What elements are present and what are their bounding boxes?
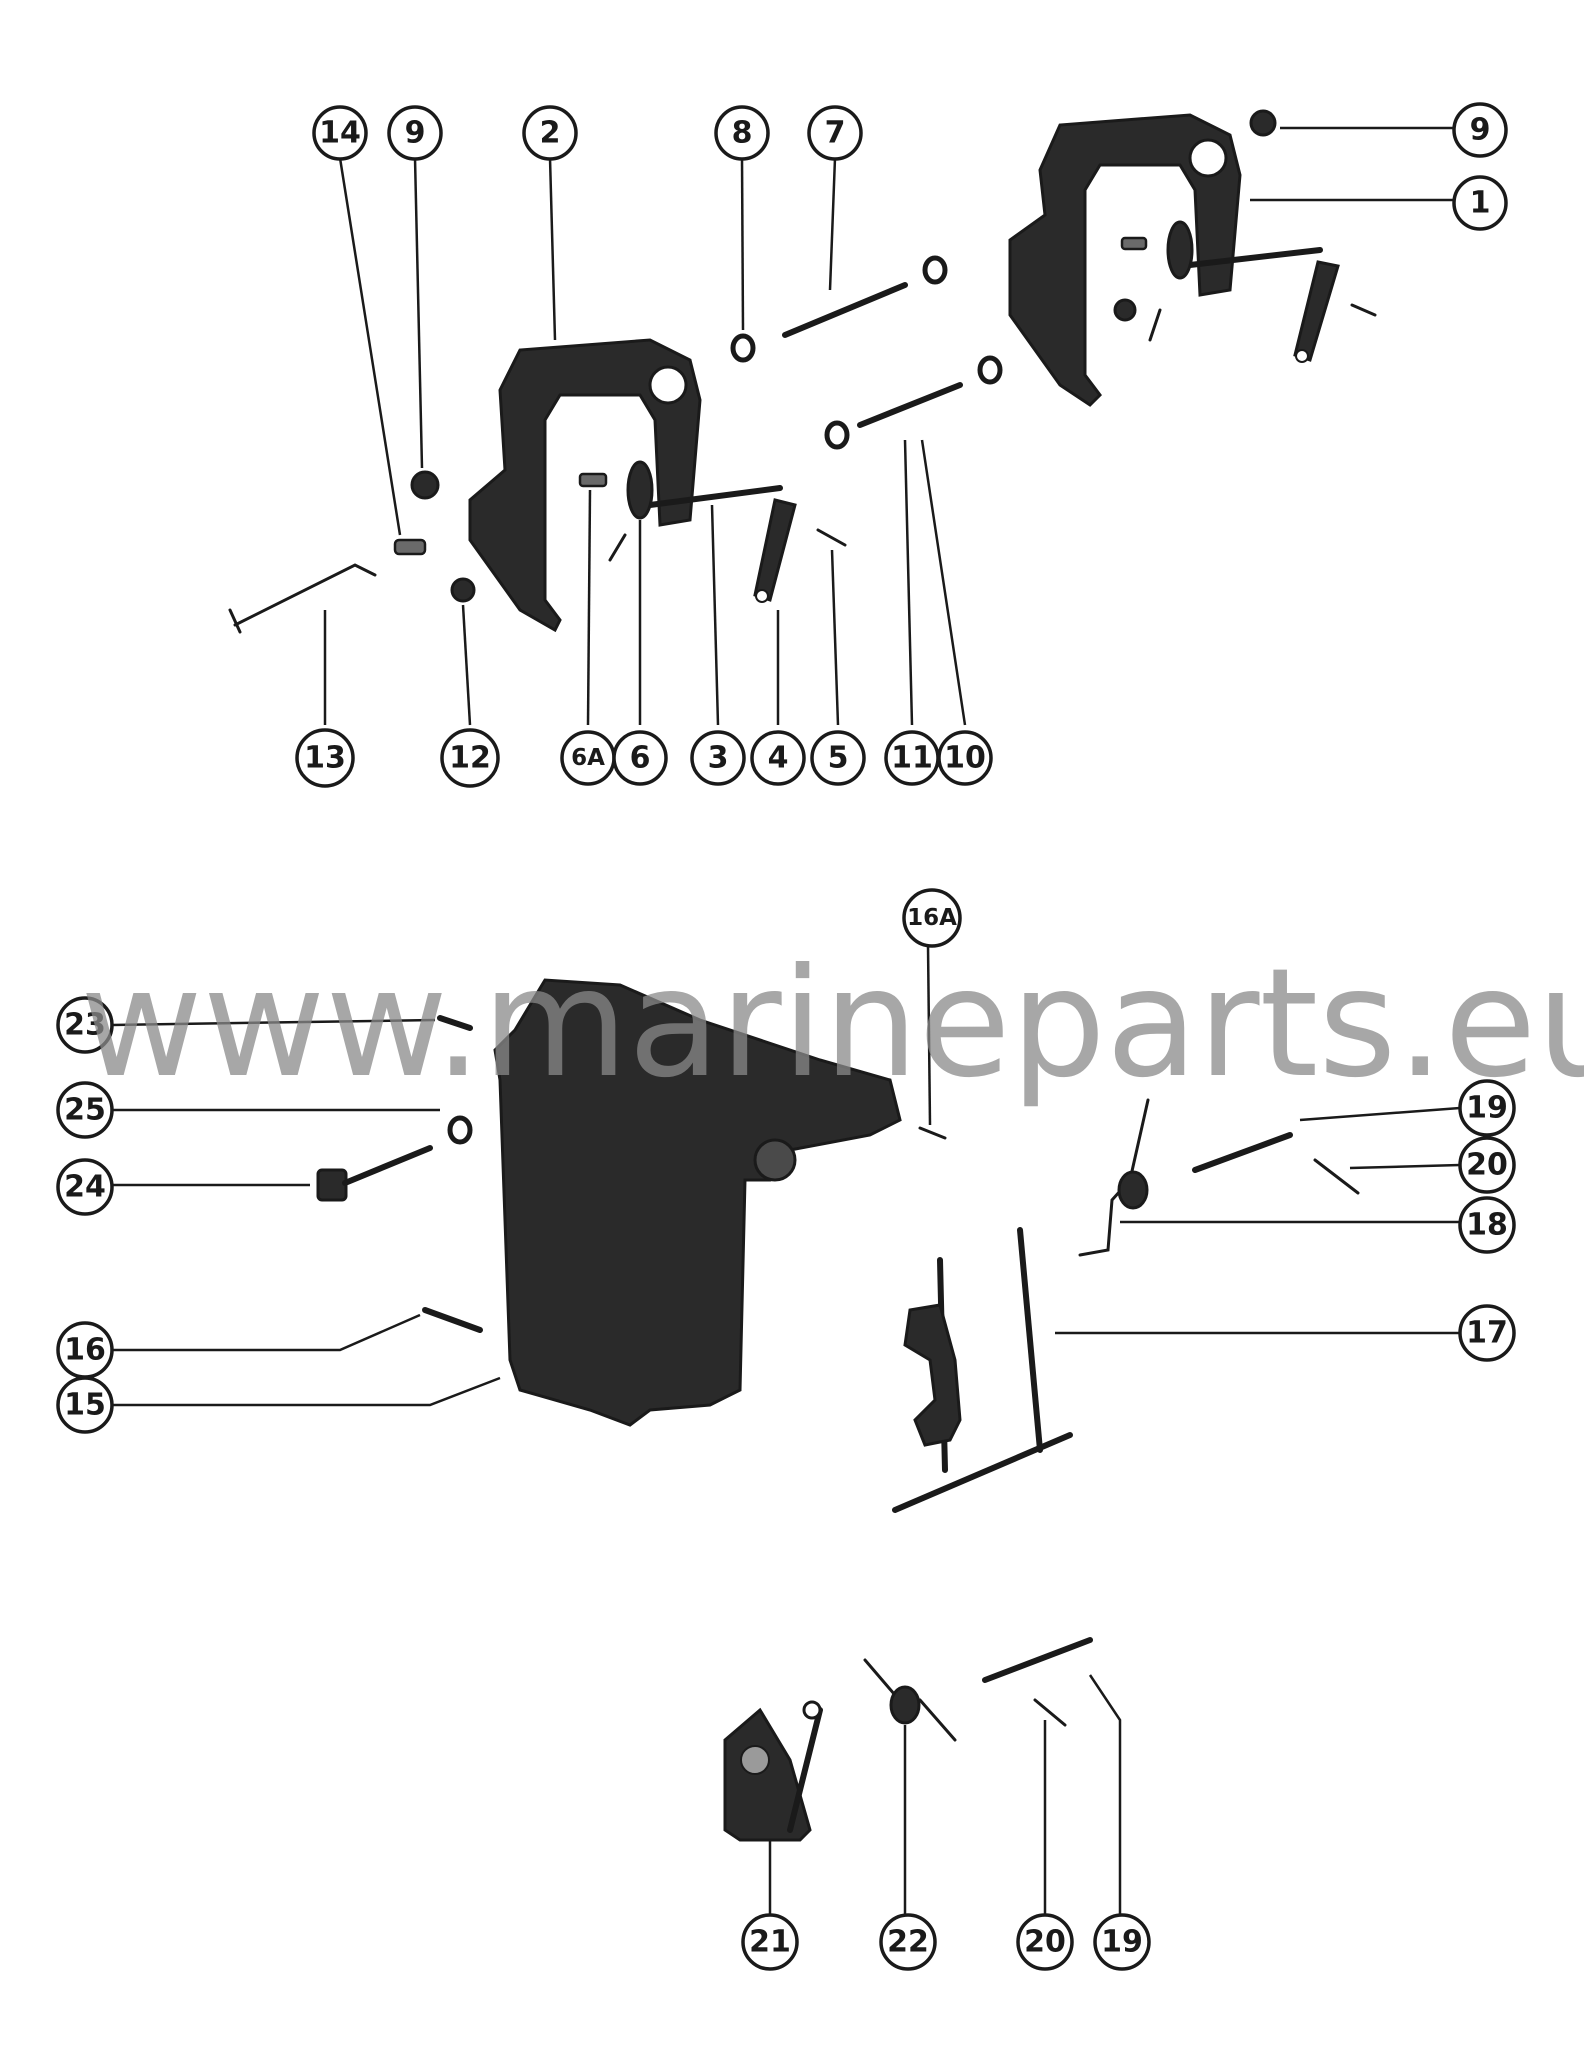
cotter-pin-5 bbox=[816, 528, 847, 547]
callout-16a: 16A bbox=[902, 888, 962, 948]
svg-text:23: 23 bbox=[64, 1008, 106, 1043]
callout-1: 1 bbox=[1452, 175, 1508, 231]
svg-text:3: 3 bbox=[708, 741, 729, 776]
screw-6a bbox=[578, 472, 608, 488]
nut-10 bbox=[977, 355, 1003, 385]
callout-12: 12 bbox=[440, 728, 500, 788]
callouts: 14 9 2 8 7 9 1 13 12 6A 6 3 4 5 11 10 16… bbox=[56, 102, 1516, 1971]
callout-6: 6 bbox=[612, 730, 668, 786]
clamp-screw-left bbox=[626, 460, 783, 520]
callout-9-right: 9 bbox=[1452, 102, 1508, 158]
washer-25 bbox=[447, 1115, 473, 1145]
svg-text:24: 24 bbox=[64, 1170, 106, 1205]
svg-text:10: 10 bbox=[944, 741, 986, 776]
screw-23 bbox=[437, 1015, 473, 1031]
screw-right-small bbox=[1113, 236, 1377, 342]
svg-text:12: 12 bbox=[449, 741, 491, 776]
svg-text:7: 7 bbox=[825, 116, 846, 151]
watermark-text: www.marineparts.eu bbox=[80, 937, 1584, 1111]
clamp-handle-right bbox=[1293, 260, 1340, 363]
svg-text:16A: 16A bbox=[907, 905, 957, 931]
callout-19-top: 19 bbox=[1458, 1079, 1516, 1137]
svg-text:2: 2 bbox=[540, 116, 561, 151]
pin-19-top bbox=[1192, 1132, 1293, 1173]
callout-15: 15 bbox=[56, 1376, 114, 1434]
svg-text:20: 20 bbox=[1024, 1925, 1066, 1960]
svg-text:16: 16 bbox=[64, 1333, 106, 1368]
callout-18: 18 bbox=[1458, 1196, 1516, 1254]
tilt-lever-17 bbox=[892, 1227, 1073, 1513]
svg-text:17: 17 bbox=[1466, 1316, 1508, 1351]
callout-16: 16 bbox=[56, 1321, 114, 1379]
callout-5: 5 bbox=[810, 730, 866, 786]
callout-13: 13 bbox=[295, 728, 355, 788]
spring-22 bbox=[863, 1658, 957, 1742]
callout-7: 7 bbox=[807, 105, 863, 161]
spacer-14 bbox=[393, 538, 427, 556]
cotter-pin-20-bottom bbox=[1033, 1698, 1067, 1727]
callout-24: 24 bbox=[56, 1158, 114, 1216]
svg-text:25: 25 bbox=[64, 1093, 106, 1128]
callout-6a: 6A bbox=[560, 730, 616, 786]
callout-22: 22 bbox=[879, 1913, 937, 1971]
swivel-bracket-15 bbox=[493, 978, 902, 1427]
svg-text:11: 11 bbox=[891, 741, 933, 776]
svg-text:19: 19 bbox=[1466, 1091, 1508, 1126]
svg-text:19: 19 bbox=[1101, 1925, 1143, 1960]
clamp-screw-right bbox=[1166, 220, 1323, 280]
svg-text:4: 4 bbox=[768, 741, 789, 776]
clamp-bracket-right bbox=[1008, 113, 1242, 407]
svg-text:5: 5 bbox=[828, 741, 849, 776]
pin-7 bbox=[782, 282, 908, 338]
pin-19-bottom bbox=[982, 1637, 1093, 1683]
spring-18 bbox=[1078, 1098, 1150, 1257]
callout-25: 25 bbox=[56, 1081, 114, 1139]
svg-text:9: 9 bbox=[405, 116, 426, 151]
svg-text:21: 21 bbox=[749, 1925, 791, 1960]
washer-7-end bbox=[922, 255, 948, 285]
callout-3: 3 bbox=[690, 730, 746, 786]
callout-20-top: 20 bbox=[1458, 1136, 1516, 1194]
svg-text:20: 20 bbox=[1466, 1148, 1508, 1183]
nut-9-right bbox=[1249, 109, 1277, 137]
callout-10: 10 bbox=[937, 730, 993, 786]
svg-text:6: 6 bbox=[630, 741, 651, 776]
washer-8 bbox=[730, 333, 756, 363]
tilt-stop-21 bbox=[723, 1700, 823, 1842]
svg-text:13: 13 bbox=[304, 741, 346, 776]
callout-8: 8 bbox=[714, 105, 770, 161]
svg-text:15: 15 bbox=[64, 1388, 106, 1423]
callout-14: 14 bbox=[312, 105, 368, 161]
washer-11 bbox=[824, 420, 850, 450]
callout-20-bottom: 20 bbox=[1016, 1913, 1074, 1971]
callout-4: 4 bbox=[750, 730, 806, 786]
callout-23: 23 bbox=[56, 996, 114, 1054]
tilt-lock-pin bbox=[228, 563, 377, 634]
callout-21: 21 bbox=[741, 1913, 799, 1971]
callout-19-bottom: 19 bbox=[1093, 1913, 1151, 1971]
clamp-bracket-left bbox=[468, 338, 702, 633]
svg-text:8: 8 bbox=[732, 116, 753, 151]
leader-lines bbox=[111, 126, 1461, 1920]
callout-9-left: 9 bbox=[387, 105, 443, 161]
callout-11: 11 bbox=[884, 730, 940, 786]
cotter-pin-20-top bbox=[1313, 1158, 1360, 1195]
callout-17: 17 bbox=[1458, 1304, 1516, 1362]
callout-2: 2 bbox=[522, 105, 578, 161]
svg-text:9: 9 bbox=[1470, 113, 1491, 148]
svg-text:22: 22 bbox=[887, 1925, 929, 1960]
bolt-10 bbox=[857, 382, 963, 428]
pin-16 bbox=[422, 1307, 483, 1333]
nut-12 bbox=[450, 577, 476, 603]
bolt-24 bbox=[316, 1145, 433, 1202]
svg-text:18: 18 bbox=[1466, 1208, 1508, 1243]
cotter-pin-left bbox=[608, 533, 627, 562]
clamp-handle-left bbox=[753, 498, 797, 603]
nut-9-left bbox=[410, 470, 440, 500]
screw-16a bbox=[918, 1126, 947, 1140]
svg-text:6A: 6A bbox=[571, 745, 605, 771]
svg-text:14: 14 bbox=[319, 116, 361, 151]
svg-text:1: 1 bbox=[1470, 186, 1491, 221]
